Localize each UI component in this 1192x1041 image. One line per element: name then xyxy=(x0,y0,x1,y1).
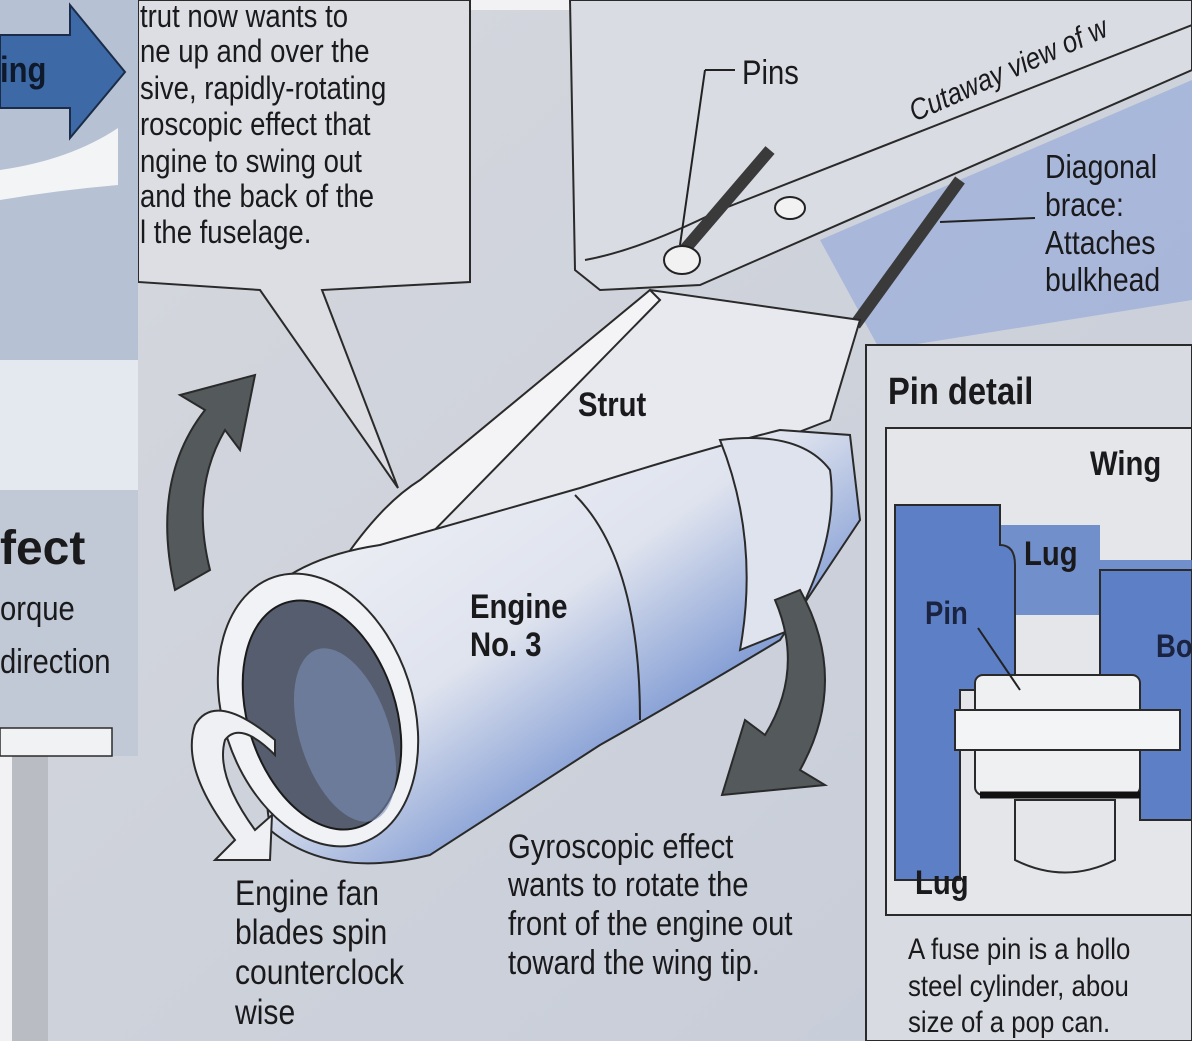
left-panel-gradient xyxy=(0,360,138,490)
white-border-left xyxy=(0,756,12,1041)
pin-detail-wing: Wing xyxy=(1090,447,1161,481)
engine-label-line2: No. 3 xyxy=(470,628,541,662)
callout-line-1: trut now wants to xyxy=(140,0,348,32)
left-line-2: direction xyxy=(0,645,111,679)
pin-right xyxy=(775,197,805,219)
left-panel-bottom-box xyxy=(0,728,112,756)
strut-label: Strut xyxy=(578,388,646,422)
engine-label-line1: Engine xyxy=(470,590,567,624)
left-line-1: orque xyxy=(0,592,75,626)
pin-detail-caption-line1: A fuse pin is a hollo xyxy=(908,935,1130,965)
pin-detail-pin: Pin xyxy=(925,597,968,629)
pin-detail-title: Pin detail xyxy=(888,373,1033,411)
fan-caption-line1: Engine fan xyxy=(235,876,379,911)
pin-detail-caption-line3: size of a pop can. xyxy=(908,1008,1110,1038)
gyro-caption-line4: toward the wing tip. xyxy=(508,946,760,980)
fan-caption-line2: blades spin xyxy=(235,915,387,950)
gyro-caption-line1: Gyroscopic effect xyxy=(508,830,733,864)
callout-line-3: sive, rapidly-rotating xyxy=(140,72,386,104)
pin-detail-caption-line2: steel cylinder, abou xyxy=(908,972,1129,1002)
pin-detail-b-fragment: Bo xyxy=(1156,630,1192,662)
left-arrow-label: ing xyxy=(0,52,46,88)
pins-label: Pins xyxy=(742,56,799,90)
pin-detail-lug-bottom: Lug xyxy=(915,866,969,900)
bulkhead-label: bulkhead xyxy=(1045,263,1160,296)
gyro-caption-line3: front of the engine out xyxy=(508,907,792,941)
callout-line-6: and the back of the xyxy=(140,180,374,212)
brace-label: brace: xyxy=(1045,188,1124,221)
callout-line-4: roscopic effect that xyxy=(140,108,370,140)
pin-left xyxy=(664,246,700,274)
attaches-label: Attaches xyxy=(1045,226,1155,259)
callout-line-2: ne up and over the xyxy=(140,35,370,67)
callout-line-5: ngine to swing out xyxy=(140,145,362,177)
fuse-pin-rod xyxy=(955,710,1180,750)
fan-caption-line4: wise xyxy=(235,995,295,1030)
gyro-caption-line2: wants to rotate the xyxy=(508,868,749,902)
diagonal-label: Diagonal xyxy=(1045,150,1157,183)
pin-detail-lug-top: Lug xyxy=(1024,537,1078,571)
pin-detail-bottom-lug xyxy=(1015,800,1115,873)
left-heading-fragment: fect xyxy=(0,525,85,573)
callout-line-7: l the fuselage. xyxy=(140,216,311,248)
fan-caption-line3: counterclock xyxy=(235,955,404,990)
